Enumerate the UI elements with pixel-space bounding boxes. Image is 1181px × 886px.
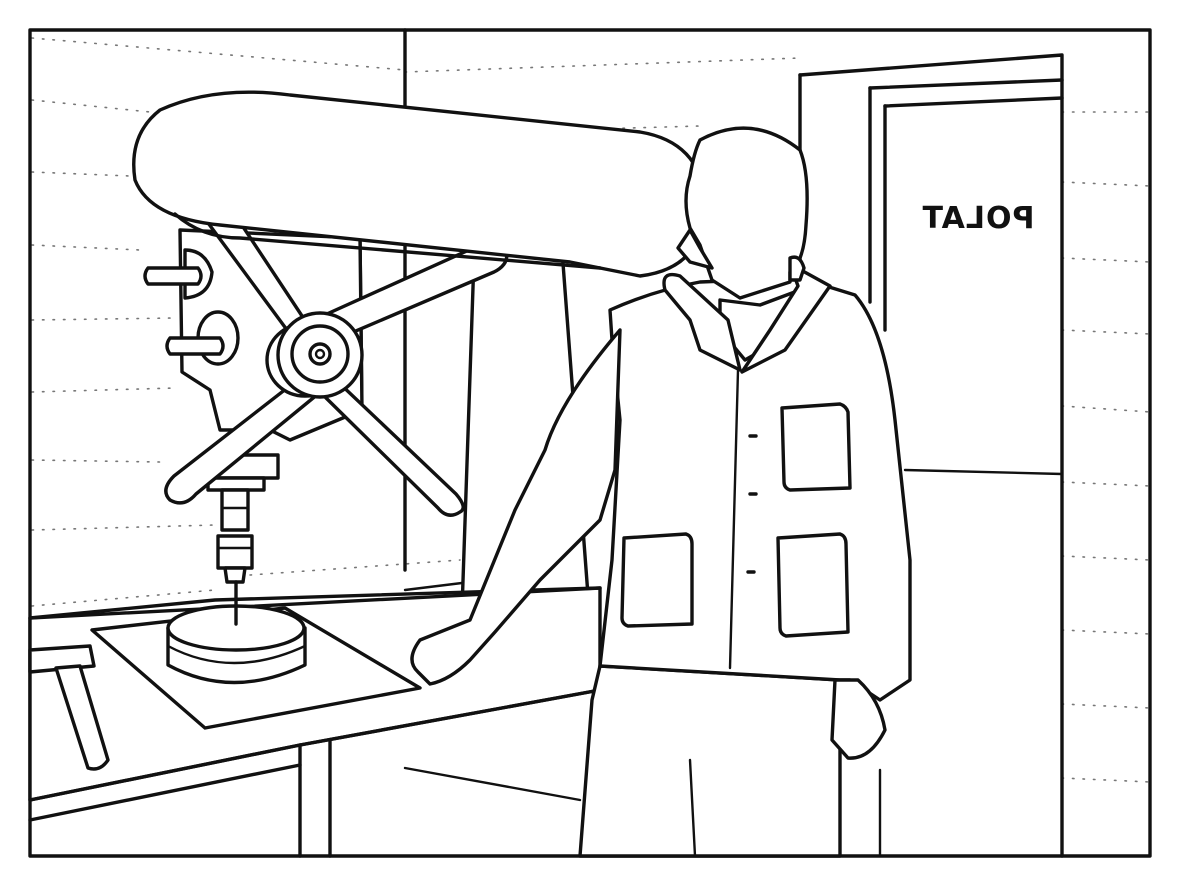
workpiece [166, 604, 307, 685]
worker [410, 126, 912, 858]
door: POLAT [798, 53, 1064, 858]
hammer [28, 644, 110, 771]
wall-texture [31, 37, 1151, 783]
door-sign: POLAT [922, 201, 1035, 236]
handle-hub [265, 311, 364, 399]
